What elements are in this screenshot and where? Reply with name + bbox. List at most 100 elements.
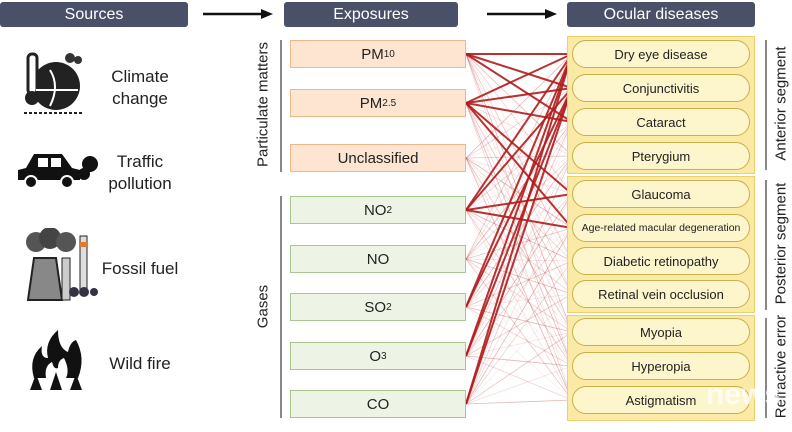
- link-line: [465, 258, 573, 401]
- link-line: [465, 53, 573, 104]
- arrow-right-icon: [203, 9, 273, 19]
- particulate-bracket-line: [280, 40, 282, 172]
- disease-item: Dry eye disease: [572, 40, 750, 68]
- link-line: [465, 227, 573, 357]
- disease-item: Diabetic retinopathy: [572, 247, 750, 275]
- link-line: [465, 102, 573, 401]
- link-line: [465, 193, 573, 357]
- exposures-header: Exposures: [284, 2, 458, 27]
- link-line: [465, 258, 573, 262]
- disease-item: Myopia: [572, 318, 750, 346]
- disease-item: Retinal vein occlusion: [572, 280, 750, 308]
- exposure-box: CO: [290, 390, 466, 418]
- link-line: [465, 209, 573, 367]
- link-line: [465, 121, 573, 159]
- disease-item: Conjunctivitis: [572, 74, 750, 102]
- exposure-label: SO: [364, 298, 387, 316]
- exposure-label: Unclassified: [337, 149, 419, 167]
- link-line: [465, 258, 573, 367]
- disease-item: Glaucoma: [572, 180, 750, 208]
- exposure-box: NO: [290, 245, 466, 273]
- link-line: [465, 102, 573, 229]
- link-line: [465, 87, 573, 104]
- link-line: [465, 355, 573, 367]
- link-line: [465, 121, 573, 308]
- exposure-subscript: 2: [386, 204, 393, 216]
- link-line: [465, 260, 573, 308]
- exposure-subscript: 2.5: [382, 97, 397, 109]
- exposure-subscript: 3: [381, 350, 387, 362]
- refractive-error-label: Refractive error: [772, 314, 790, 419]
- link-line: [465, 355, 573, 401]
- link-line: [465, 260, 573, 357]
- link-line: [465, 157, 573, 262]
- link-line: [465, 293, 573, 405]
- link-line: [465, 209, 573, 333]
- posterior-segment-label: Posterior segment: [772, 182, 790, 305]
- exposure-label: O: [369, 347, 382, 365]
- link-line: [465, 331, 573, 405]
- disease-item: Hyperopia: [572, 352, 750, 380]
- refractive-bracket-line: [765, 318, 767, 418]
- source-label-wild-fire: Wild fire: [109, 354, 171, 373]
- link-line: [465, 87, 573, 159]
- link-line: [465, 102, 573, 157]
- sources-header: Sources: [0, 2, 188, 27]
- ocular-diseases-header: Ocular diseases: [567, 2, 755, 27]
- link-line: [465, 53, 573, 159]
- link-line: [465, 53, 573, 405]
- link-line: [465, 102, 573, 367]
- link-line: [465, 87, 573, 357]
- exposure-box: Unclassified: [290, 144, 466, 172]
- exposure-label: NO: [366, 250, 390, 268]
- posterior-bracket-line: [765, 180, 767, 310]
- link-line: [465, 87, 573, 308]
- link-line: [465, 87, 573, 405]
- exposure-label: NO: [363, 201, 387, 219]
- climate-change-icon: [24, 52, 82, 114]
- link-line: [465, 53, 573, 89]
- anterior-bracket-line: [765, 40, 767, 170]
- link-line: [465, 209, 573, 262]
- exposure-label: CO: [366, 395, 390, 413]
- link-line: [465, 157, 573, 401]
- link-line: [465, 209, 573, 295]
- link-line: [465, 260, 573, 405]
- link-line: [465, 87, 573, 211]
- exposure-subscript: 2: [386, 301, 392, 313]
- arrow-right-icon: [487, 9, 557, 19]
- disease-item: Pterygium: [572, 142, 750, 170]
- disease-item: Age-related macular degeneration: [572, 214, 750, 242]
- link-line: [465, 157, 573, 367]
- power-plant-icon: [26, 228, 98, 301]
- disease-item: Cataract: [572, 108, 750, 136]
- wildfire-icon: [30, 330, 82, 390]
- source-label-fossil-fuel: Fossil fuel: [101, 259, 179, 278]
- link-line: [465, 53, 573, 260]
- link-line: [465, 53, 573, 229]
- link-line: [465, 293, 573, 357]
- source-label-traffic-pollution: Traffic pollution: [108, 152, 172, 193]
- link-line: [465, 53, 573, 211]
- car-exhaust-icon: [18, 154, 98, 189]
- link-line: [465, 193, 573, 308]
- link-line: [465, 155, 573, 357]
- link-line: [465, 306, 573, 367]
- link-line: [465, 53, 573, 262]
- disease-item: Astigmatism: [572, 386, 750, 414]
- link-line: [465, 209, 573, 401]
- link-line: [465, 365, 573, 405]
- link-line: [465, 87, 573, 260]
- link-line: [465, 121, 573, 357]
- link-line: [465, 155, 573, 159]
- link-line: [465, 53, 573, 308]
- link-line: [465, 157, 573, 195]
- link-line: [465, 399, 573, 405]
- link-line: [465, 227, 573, 405]
- link-line: [465, 227, 573, 308]
